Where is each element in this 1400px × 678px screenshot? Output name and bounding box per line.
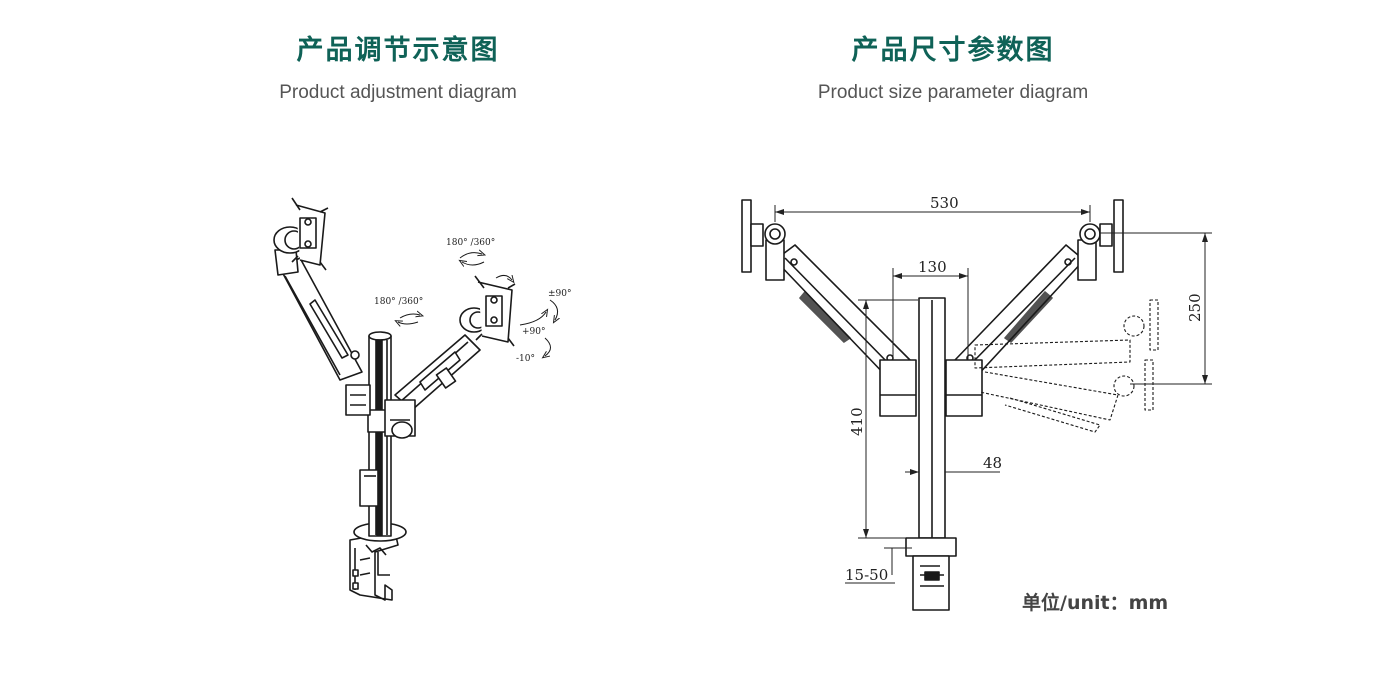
- size-diagram-subtitle: Product size parameter diagram: [817, 82, 1089, 103]
- size-illustration: [741, 199, 1159, 611]
- dimension-lines: [774, 205, 1212, 584]
- left-arm-size: [741, 199, 917, 417]
- unit-label: 单位/unit：mm: [1022, 592, 1169, 614]
- angle-labels: 180° /360° 180° /360° ±90° +90° -10°: [374, 238, 572, 364]
- dim-label-clamp: 15-50: [845, 566, 888, 584]
- size-diagram-title: 产品尺寸参数图: [851, 35, 1055, 66]
- dim-label-span: 530: [930, 194, 959, 212]
- angle-label-tilt-up: +90°: [522, 327, 546, 337]
- right-arm-size: [945, 199, 1124, 417]
- ghost-arm-positions: [974, 299, 1159, 433]
- angle-label-swivel: ±90°: [548, 289, 572, 299]
- angle-label-tilt-down: -10°: [516, 354, 535, 364]
- dimension-labels: 530 130 250 410 48 15-50: [845, 194, 1204, 584]
- adjustment-diagram-subtitle: Product adjustment diagram: [279, 82, 517, 103]
- angle-label-mid-rotation: 180° /360°: [374, 297, 423, 307]
- top-left-monitor-plate: [273, 197, 329, 271]
- angle-label-top-rotation: 180° /360°: [446, 238, 495, 248]
- dim-label-offset: 130: [918, 258, 947, 276]
- dim-label-arm-height: 410: [848, 407, 866, 436]
- adjustment-diagram-title: 产品调节示意图: [296, 35, 500, 66]
- dim-label-height-range: 250: [1186, 293, 1204, 322]
- mid-right-monitor-plate: [459, 275, 516, 347]
- rotation-arrows: [398, 253, 558, 356]
- right-arm: [384, 334, 481, 439]
- center-pole: [905, 297, 957, 611]
- adjustment-illustration: [273, 197, 558, 601]
- dim-label-pole-width: 48: [983, 454, 1002, 472]
- left-arm: [274, 249, 371, 416]
